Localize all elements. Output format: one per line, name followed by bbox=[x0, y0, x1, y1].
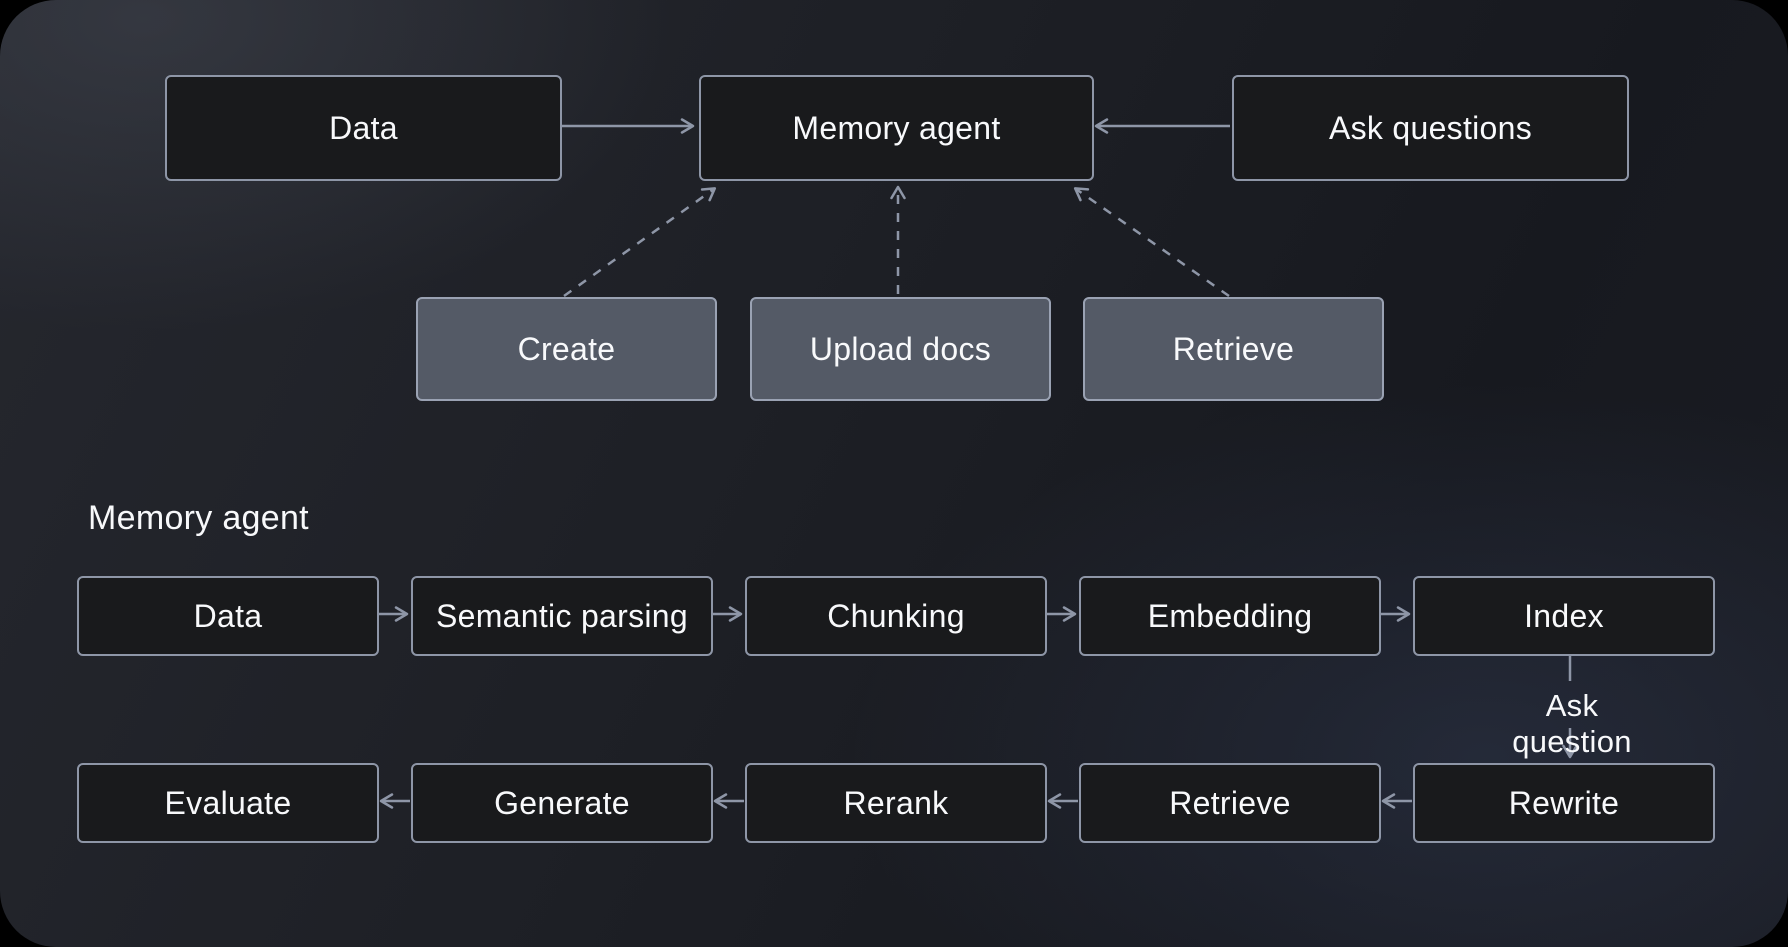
node-data: Data bbox=[77, 576, 379, 656]
node-rerank: Rerank bbox=[745, 763, 1047, 843]
node-embedding: Embedding bbox=[1079, 576, 1381, 656]
node-upload-docs-action: Upload docs bbox=[750, 297, 1051, 401]
node-retrieve: Retrieve bbox=[1079, 763, 1381, 843]
node-rewrite: Rewrite bbox=[1413, 763, 1715, 843]
label-ask-question: Ask question bbox=[1512, 688, 1632, 759]
node-memory-agent-overview: Memory agent bbox=[699, 75, 1094, 181]
node-generate: Generate bbox=[411, 763, 713, 843]
arrow-create-to-memory-agent bbox=[563, 187, 717, 298]
node-ask-questions: Ask questions bbox=[1232, 75, 1629, 181]
node-data-overview: Data bbox=[165, 75, 562, 181]
node-retrieve-action: Retrieve bbox=[1083, 297, 1384, 401]
node-evaluate: Evaluate bbox=[77, 763, 379, 843]
node-semantic-parsing: Semantic parsing bbox=[411, 576, 713, 656]
arrow-retrieve-to-memory-agent bbox=[1073, 187, 1230, 298]
node-create-action: Create bbox=[416, 297, 717, 401]
section-title-memory-agent: Memory agent bbox=[88, 499, 309, 537]
node-index: Index bbox=[1413, 576, 1715, 656]
node-chunking: Chunking bbox=[745, 576, 1047, 656]
